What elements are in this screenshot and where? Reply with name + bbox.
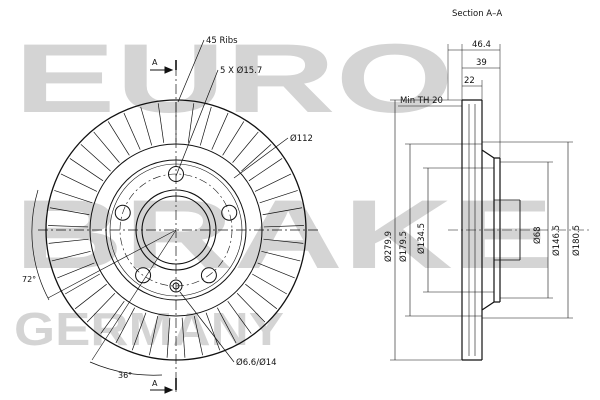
rib-line	[262, 207, 303, 216]
rib-line	[263, 225, 304, 228]
angle-72-ext	[47, 229, 177, 299]
label-dia-179-5: Ø179.5	[398, 231, 409, 262]
rib-line	[199, 106, 212, 146]
section-view	[390, 44, 590, 361]
rib-line	[86, 293, 116, 323]
watermark-euro: EURO	[14, 23, 454, 133]
rib-line	[263, 238, 304, 244]
rib-line	[100, 300, 125, 334]
rib-line	[254, 173, 292, 192]
label-hole-dims: Ø6.6/Ø14	[236, 357, 277, 368]
rib-line	[232, 131, 259, 163]
angle-36-ext	[91, 229, 177, 361]
section-labels: Section A–A 46.4 39 22 Min TH 20 Ø279.9 …	[383, 9, 582, 262]
rib-line	[93, 131, 120, 163]
eurobrake-watermark: EURO BRAKE GERMANY	[14, 23, 554, 355]
disc-outer-edge	[45, 99, 307, 361]
label-dia-279-9: Ø279.9	[383, 231, 394, 262]
rib-line	[261, 250, 301, 262]
rib-line	[245, 283, 278, 310]
rib-line	[157, 103, 165, 143]
leader-ribs	[177, 39, 205, 103]
label-cut-bottom: A	[152, 379, 158, 388]
rib-line	[222, 121, 245, 156]
rib-line	[131, 312, 147, 351]
label-46-4: 46.4	[472, 40, 491, 50]
locating-hole-inner	[172, 282, 180, 290]
rib-line	[205, 312, 221, 351]
rib-line	[140, 106, 153, 146]
hat-inner	[109, 163, 243, 297]
rib-line	[181, 317, 186, 358]
bolt-hole	[200, 267, 217, 284]
front-view	[31, 39, 318, 394]
rib-line	[259, 190, 298, 204]
rib-line	[248, 158, 283, 182]
rib-line	[54, 190, 93, 204]
label-39: 39	[476, 58, 487, 68]
rib-line	[49, 207, 90, 216]
section-title: Section A–A	[452, 9, 502, 19]
watermark-germany: GERMANY	[14, 303, 284, 355]
leader-hole-dims	[179, 291, 235, 363]
section-arrowhead-top	[164, 66, 174, 74]
rib-line	[69, 158, 104, 182]
friction-ring-inner-edge	[89, 143, 263, 317]
bolt-hole	[135, 267, 152, 284]
bolt-holes	[114, 166, 238, 284]
rib-line	[74, 283, 107, 310]
rib-line	[48, 238, 89, 244]
rib-line	[252, 273, 288, 295]
ventilation-ribs	[48, 102, 304, 358]
label-dia-146-5: Ø146.5	[551, 225, 562, 256]
label-bolt-holes: 5 X Ø15.7	[220, 65, 262, 76]
rib-line	[187, 103, 195, 143]
center-bore	[141, 195, 211, 265]
watermark-brake: BRAKE	[14, 179, 554, 289]
leader-dia-112	[233, 137, 289, 179]
locating-hole-outer	[169, 279, 183, 293]
rib-line	[241, 144, 272, 172]
angle-36-arc	[89, 361, 163, 376]
rib-line	[236, 293, 266, 323]
label-dia-180-5: Ø180.5	[571, 225, 582, 256]
leader-bolt-holes	[175, 69, 219, 177]
label-angle-36: 36°	[118, 371, 132, 380]
rib-line	[123, 112, 141, 150]
rib-line	[217, 307, 237, 344]
bolt-hole	[168, 166, 184, 182]
rib-line	[80, 144, 111, 172]
label-cut-top: A	[152, 58, 158, 67]
rib-line	[48, 225, 89, 228]
center-bore-outer	[135, 189, 217, 271]
rib-line	[227, 300, 252, 334]
rib-line	[149, 316, 159, 356]
angle-72-arc	[31, 189, 50, 301]
section-arrowhead-bottom	[164, 386, 174, 394]
label-angle-72: 72°	[22, 275, 36, 284]
rib-line	[107, 121, 130, 156]
label-min-th: Min TH 20	[400, 96, 443, 106]
rib-line	[257, 262, 295, 279]
label-dia-112: Ø112	[290, 133, 313, 144]
bolt-circle	[119, 173, 233, 287]
rib-line	[60, 173, 98, 192]
rib-line	[64, 273, 100, 295]
label-22: 22	[464, 76, 475, 86]
rib-line	[211, 112, 229, 150]
bolt-hole	[221, 204, 238, 221]
rib-line	[193, 316, 203, 356]
label-dia-68: Ø68	[532, 226, 543, 244]
front-labels: 45 Ribs 5 X Ø15.7 Ø112 Ø6.6/Ø14 72° 36° …	[22, 36, 313, 388]
rib-line	[57, 262, 95, 279]
label-45-ribs: 45 Ribs	[206, 36, 238, 46]
hat-outer	[105, 159, 247, 301]
section-profile	[461, 99, 501, 361]
bolt-hole	[114, 204, 131, 221]
rib-line	[51, 250, 91, 262]
label-dia-134-5: Ø134.5	[416, 223, 427, 254]
rib-line	[166, 317, 171, 358]
rib-line	[115, 307, 135, 344]
